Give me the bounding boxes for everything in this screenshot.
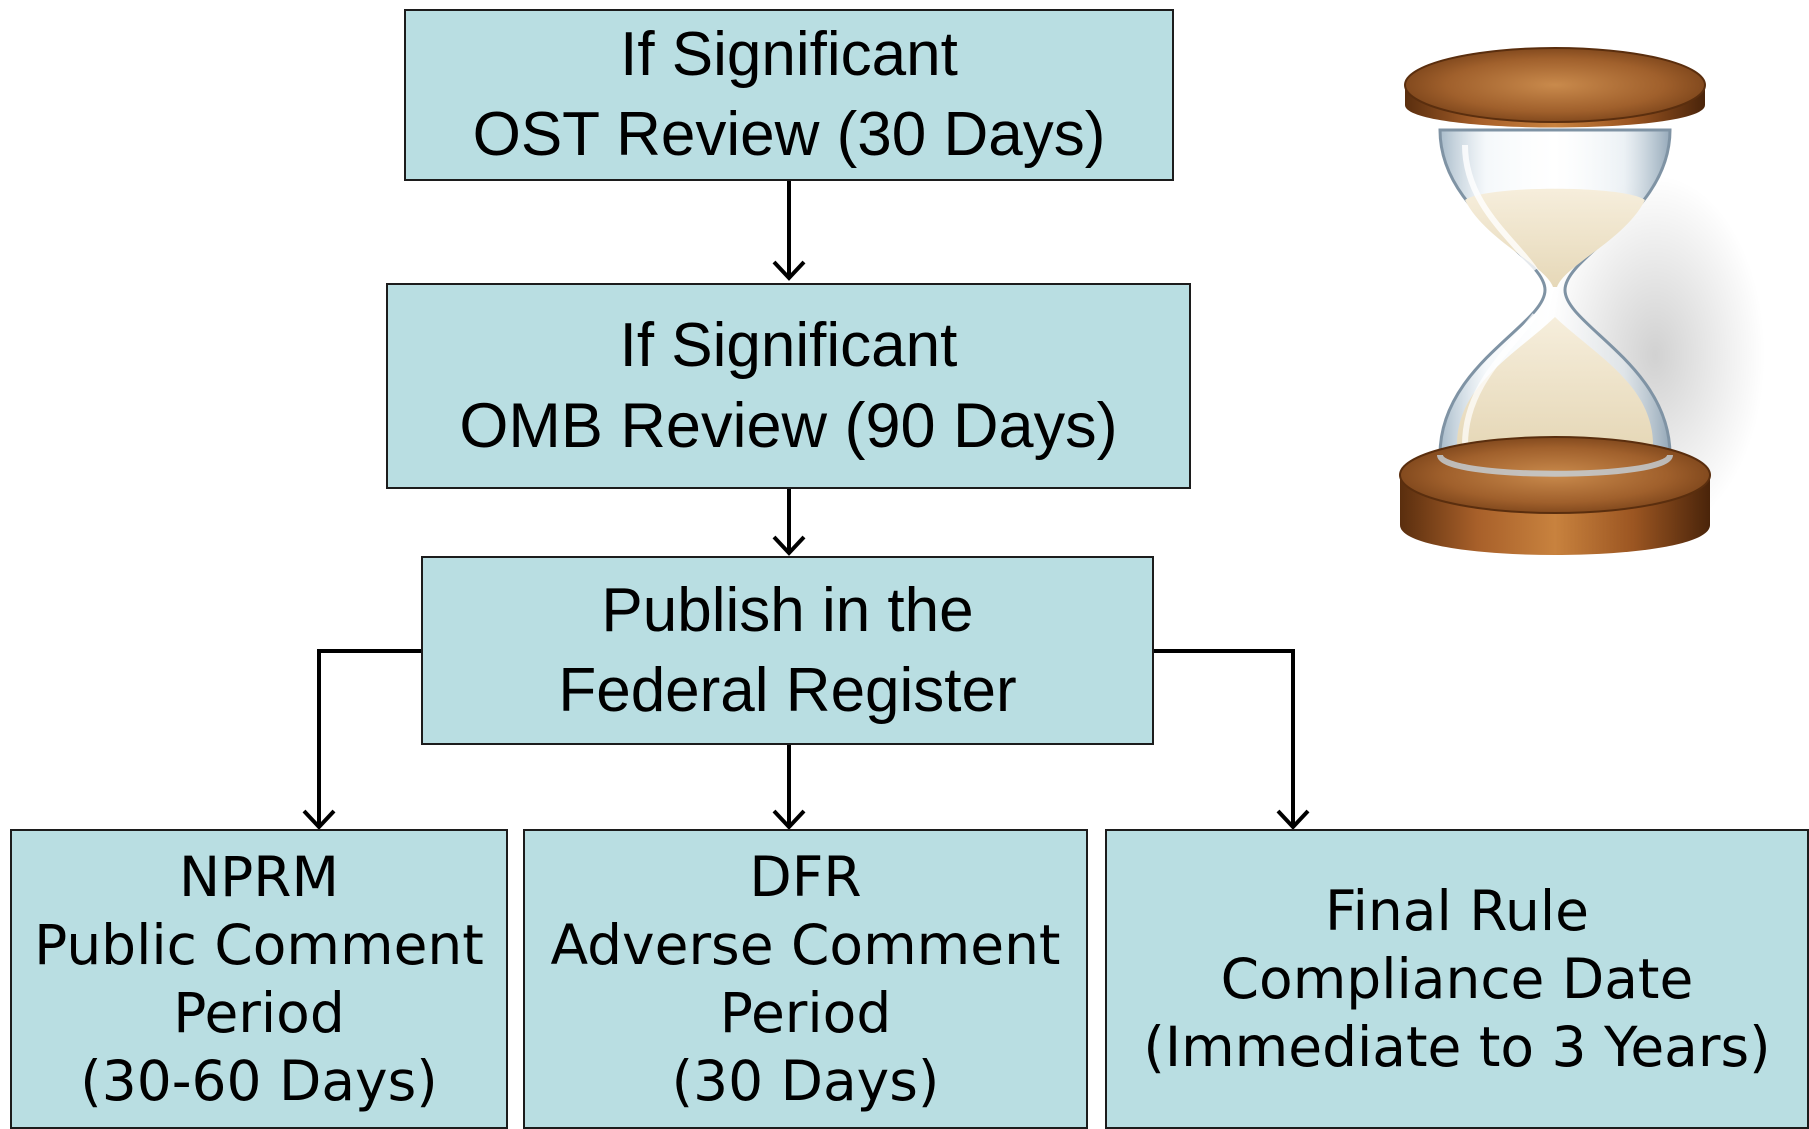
omb-review-box: If Significant OMB Review (90 Days)	[386, 283, 1191, 489]
hourglass-icon	[1399, 47, 1765, 555]
publish-line1: Publish in the	[601, 575, 974, 645]
arrowhead-ost-to-omb	[772, 260, 806, 281]
dfr-line1: DFR	[749, 845, 862, 909]
ost-review-line2: OST Review (30 Days)	[472, 100, 1106, 169]
dfr-line4: (30 Days)	[671, 1049, 940, 1113]
omb-review-line2: OMB Review (90 Days)	[459, 391, 1118, 461]
arrowhead-publish-to-final-rule	[1276, 809, 1310, 830]
ost-review-box: If Significant OST Review (30 Days)	[404, 9, 1174, 181]
ost-review-line1: If Significant	[620, 20, 958, 89]
nprm-line1: NPRM	[179, 845, 339, 909]
arrowhead-publish-to-dfr	[772, 809, 806, 830]
final-rule-line1: Final Rule	[1325, 879, 1589, 943]
arrowhead-publish-to-nprm	[302, 809, 336, 830]
final-rule-box: Final Rule Compliance Date (Immediate to…	[1105, 829, 1809, 1129]
arrow-publish-to-final-rule	[1153, 649, 1295, 827]
omb-review-line1: If Significant	[619, 311, 958, 380]
arrow-publish-to-nprm	[317, 649, 421, 827]
publish-box: Publish in the Federal Register	[421, 556, 1154, 745]
publish-line2: Federal Register	[558, 655, 1017, 725]
dfr-line2: Adverse Comment	[550, 913, 1061, 977]
dfr-line3: Period	[719, 981, 892, 1045]
final-rule-line3: (Immediate to 3 Years)	[1143, 1015, 1771, 1079]
nprm-line3: Period	[173, 981, 345, 1045]
arrowhead-omb-to-publish	[772, 535, 806, 556]
nprm-line2: Public Comment	[34, 913, 484, 977]
nprm-line4: (30-60 Days)	[80, 1049, 438, 1113]
final-rule-line2: Compliance Date	[1220, 947, 1694, 1011]
nprm-box: NPRM Public Comment Period (30-60 Days)	[10, 829, 508, 1129]
dfr-box: DFR Adverse Comment Period (30 Days)	[523, 829, 1088, 1129]
